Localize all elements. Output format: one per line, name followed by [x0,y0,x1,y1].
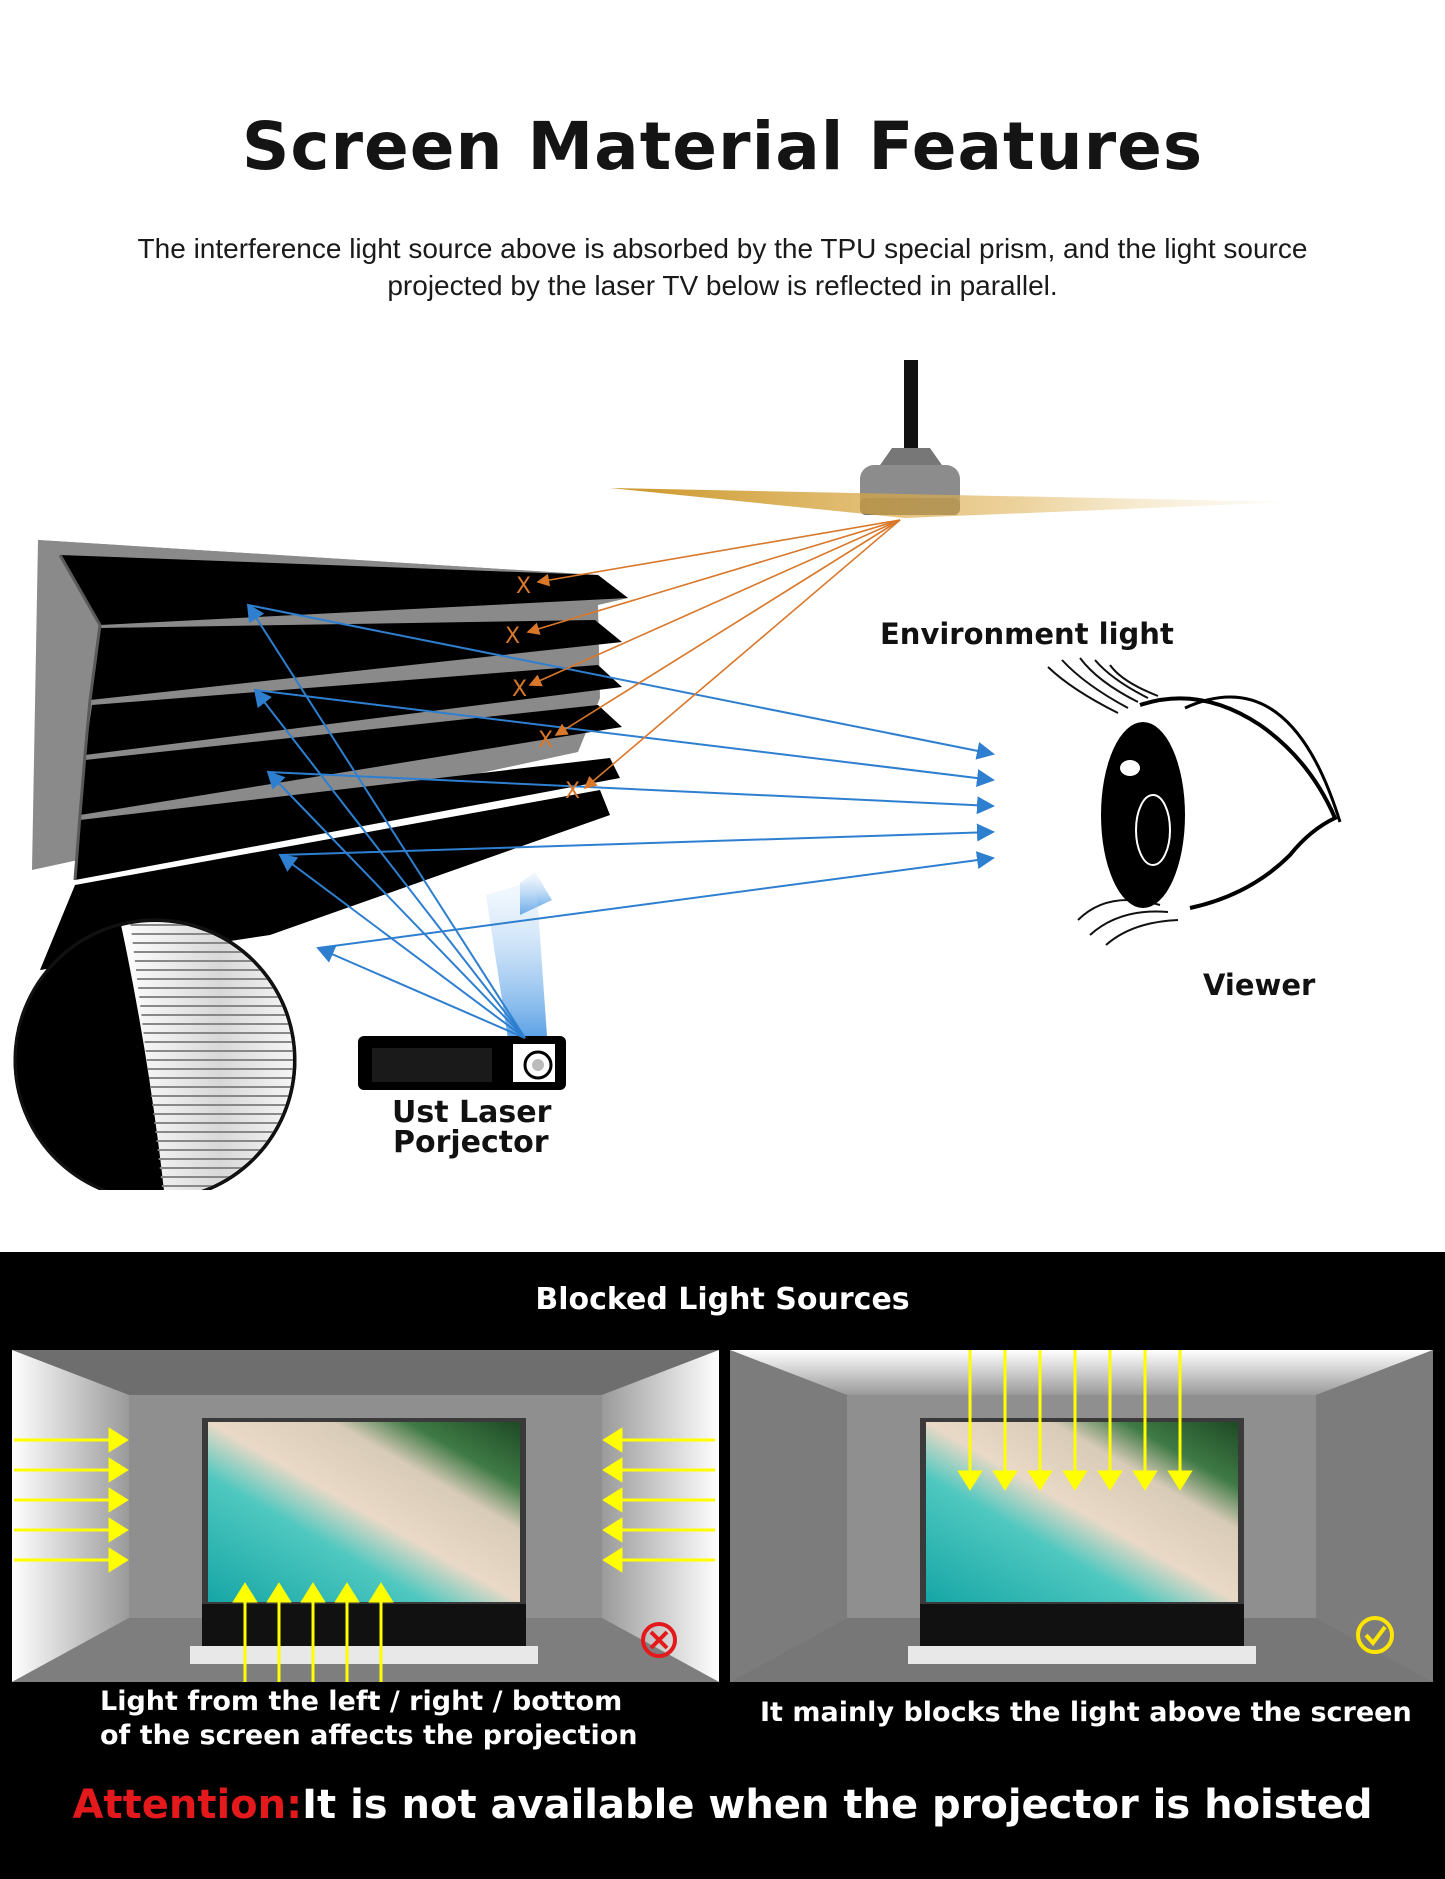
absorbed-marker: X [538,728,553,753]
ambient-rays [526,519,901,790]
environment-light-cone [610,488,1295,518]
light-arrow-head [602,1427,623,1453]
eye-icon [1047,657,1342,946]
light-arrow-head [957,1470,983,1491]
light-arrow-head [1132,1470,1158,1491]
light-arrow-head [1167,1470,1193,1491]
projector-label-line1: Ust Laser [392,1095,552,1130]
ceiling-projector [860,360,960,515]
light-arrow-head [108,1487,129,1513]
absorbed-marker: X [512,677,527,702]
absorbed-marker: X [516,574,531,599]
left-caption-line1: Light from the left / right / bottom [100,1686,623,1717]
room-left [12,1350,719,1682]
prism-zoom-circle [13,918,297,1190]
attention-prefix: Attention: [72,1782,303,1828]
light-arrow-head [1062,1470,1088,1491]
absorbed-marker: X [565,779,580,804]
room-right [730,1350,1433,1682]
viewer-label: Viewer [1203,968,1316,1002]
page-title: Screen Material Features [241,108,1204,185]
light-arrow-head [602,1547,623,1573]
light-arrow-head [334,1582,360,1603]
left-caption-line2: of the screen affects the projection [100,1720,638,1751]
cross-circle-icon [641,1622,677,1658]
projector-label-line2: Porjector [393,1125,549,1160]
screen-material-diagram: X X X X X [13,360,1342,1190]
light-arrow-head [1027,1470,1053,1491]
light-arrow-head [602,1457,623,1483]
right-caption: It mainly blocks the light above the scr… [760,1697,1412,1728]
absorbed-markers: X X X X X [505,574,580,804]
light-arrow-head [1097,1470,1123,1491]
light-arrow-head [108,1517,129,1543]
light-arrow-head [232,1582,258,1603]
attention-notice: Attention:It is not available when the p… [0,1782,1445,1828]
attention-text: It is not available when the projector i… [302,1782,1373,1828]
light-arrow-head [108,1427,129,1453]
light-arrow-head [992,1470,1018,1491]
light-arrow-head [108,1457,129,1483]
absorbed-marker: X [505,624,520,649]
check-circle-icon [1356,1616,1394,1654]
light-arrow-head [300,1582,326,1603]
blocked-light-section: Blocked Light Sources [0,1252,1445,1879]
light-arrow-head [602,1517,623,1543]
projected-rays [246,603,995,1039]
light-arrow-head [368,1582,394,1603]
light-arrow-head [602,1487,623,1513]
environment-light-label: Environment light [880,617,1174,651]
blocked-section-title: Blocked Light Sources [535,1282,910,1317]
page-subtitle: The interference light source above is a… [137,233,1308,301]
light-arrow-head [108,1547,129,1573]
ust-projector [358,872,566,1090]
light-arrow-head [266,1582,292,1603]
